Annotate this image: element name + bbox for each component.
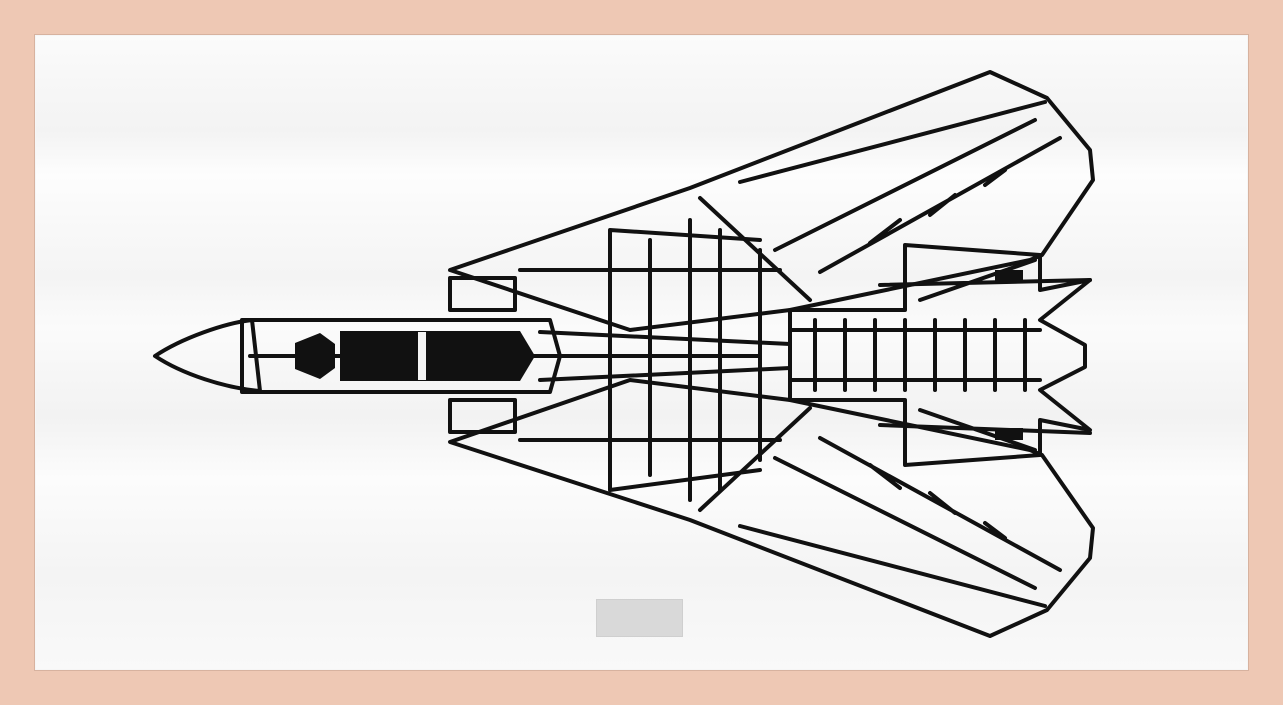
rear-slots-lower [995, 428, 1023, 440]
nose-outline [153, 318, 262, 393]
upper-wing-details [698, 100, 1062, 302]
upper-intake [448, 276, 517, 312]
center-frames [518, 218, 782, 502]
pilot-seat-top [295, 333, 335, 379]
canopy-outline [240, 318, 562, 394]
tail-fins [878, 258, 1092, 452]
aft-details [788, 318, 1042, 392]
canopy-glass [340, 331, 535, 381]
blank-plaque [596, 599, 683, 637]
lower-wing-details [698, 406, 1062, 608]
upper-wing-outline [448, 70, 1095, 332]
canopy-frame-highlight [418, 332, 426, 380]
rear-slots-upper [995, 270, 1023, 282]
lower-wing-outline [448, 378, 1095, 638]
lower-intake [448, 398, 517, 434]
aft-body [788, 243, 1092, 467]
